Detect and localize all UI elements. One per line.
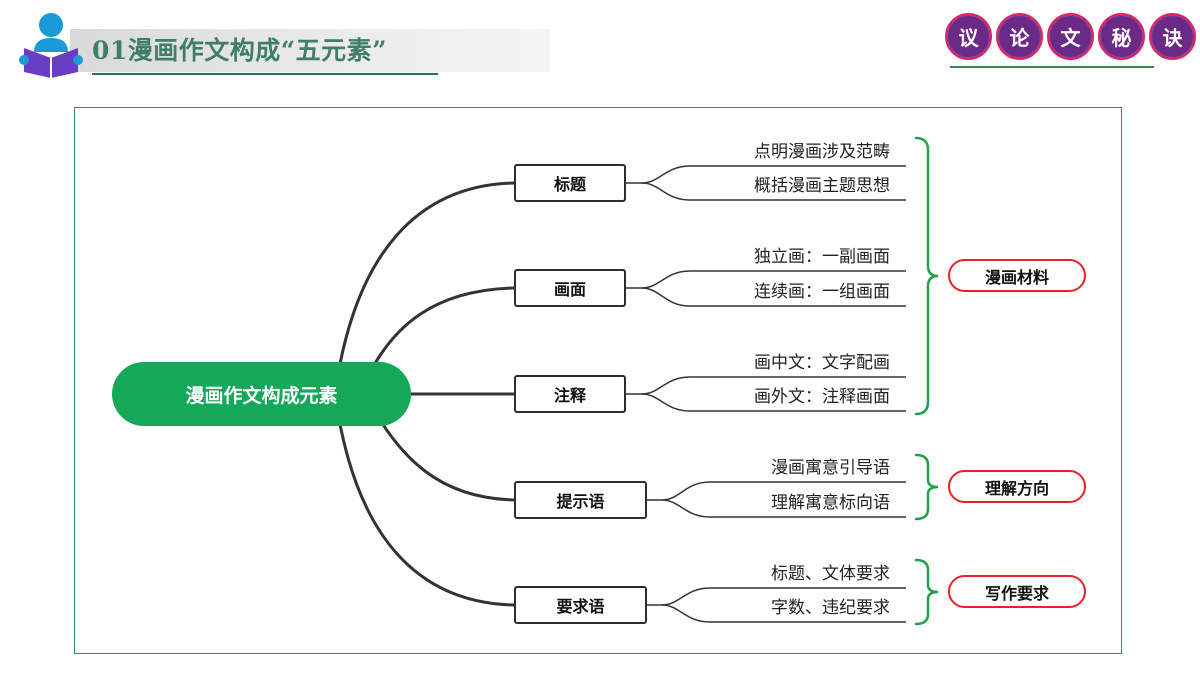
badge-char: 诀 [1149,13,1196,60]
leaf-connector [661,499,906,518]
reader-icon [19,13,83,78]
leaf-text: 连续画：一组画面 [754,282,890,302]
branch-prompt: 提示语 [514,481,647,519]
leaf-connector [641,182,906,201]
bracket-material [914,136,939,416]
bracket-direction [914,453,939,521]
leaf-text: 画外文：注释画面 [754,387,890,407]
badge-char: 文 [1047,13,1094,60]
title-underline [92,73,438,75]
leaf-text: 画中文：文字配画 [754,353,890,373]
leaf-text: 理解寓意标向语 [771,493,890,513]
branch-note: 注释 [514,375,626,413]
leaf-connector [661,604,906,623]
leaf-text: 独立画：一副画面 [754,247,890,267]
leaf-text: 漫画寓意引导语 [771,458,890,478]
branch-title: 标题 [514,164,626,202]
page-title: 01漫画作文构成“五元素” [92,36,388,65]
branch-requirement: 要求语 [514,586,647,624]
mindmap-root: 漫画作文构成元素 [112,362,411,426]
branch-picture: 画面 [514,269,626,307]
leaf-text: 字数、违纪要求 [771,598,890,618]
badge-char: 议 [945,13,992,60]
leaf-text: 点明漫画涉及范畴 [754,142,890,162]
bracket-requirement [914,558,939,626]
group-direction: 理解方向 [948,470,1086,503]
connector-title [333,181,516,396]
badge-char: 论 [996,13,1043,60]
leaf-text: 概括漫画主题思想 [754,176,890,196]
leaf-connector [641,393,906,412]
connector-requirement [333,392,516,607]
leaf-connector [641,287,906,307]
mindmap-frame [74,107,1122,654]
leaf-text: 标题、文体要求 [771,564,890,584]
badge-char: 秘 [1098,13,1145,60]
badge-underline [950,66,1154,68]
title-band [70,29,550,72]
group-material: 漫画材料 [948,259,1086,292]
group-requirement: 写作要求 [948,575,1086,608]
badge-group: 议 论 文 秘 诀 [945,13,1196,60]
